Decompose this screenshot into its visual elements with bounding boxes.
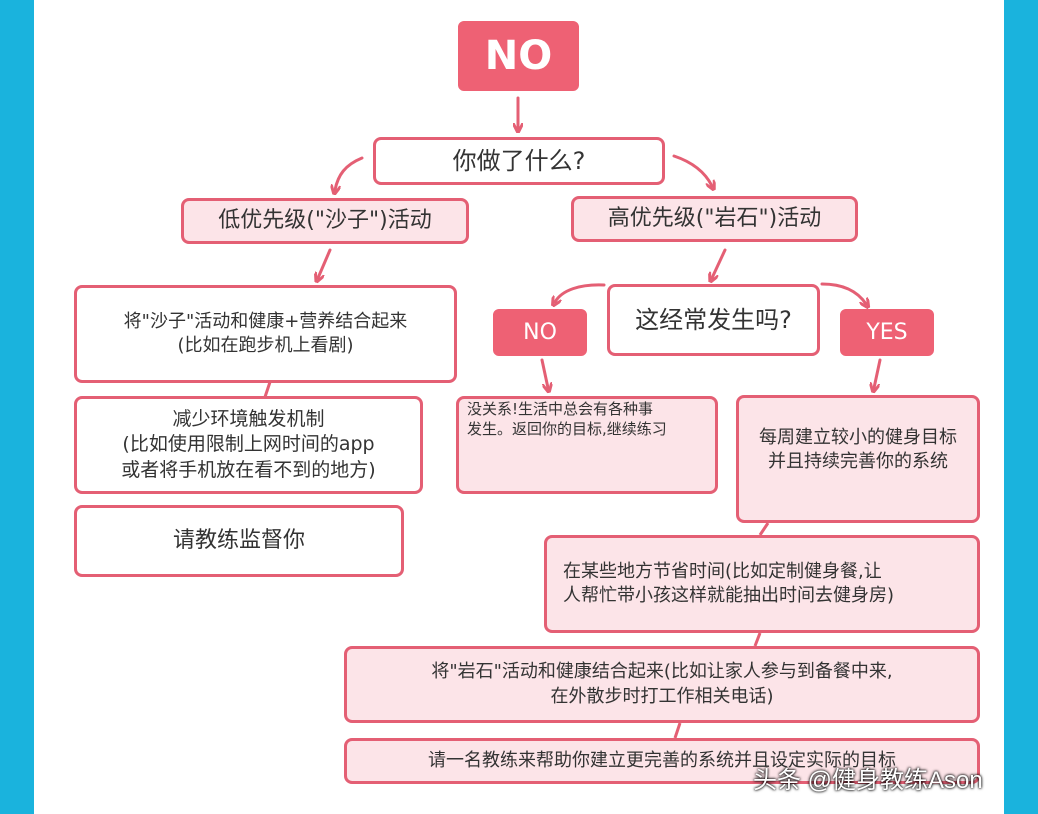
yes-step-combine-line2: 在外散步时打工作相关电话) xyxy=(550,685,774,707)
question-happens-often: 这经常发生吗? xyxy=(607,284,820,356)
yes-result-line1: 每周建立较小的健身目标 xyxy=(759,427,957,448)
low-action-combine-box: 将"沙子"活动和健康+营养结合起来 (比如在跑步机上看剧) xyxy=(74,285,457,383)
low-action-triggers-line1: 减少环境触发机制 xyxy=(172,407,325,430)
yes-step-combine-line1: 将"岩石"活动和健康结合起来(比如让家人参与到备餐中来, xyxy=(431,661,893,683)
question-what-did-you-do: 你做了什么? xyxy=(373,137,665,185)
low-priority-box: 低优先级("沙子")活动 xyxy=(181,198,469,244)
low-action-coach-label: 请教练监督你 xyxy=(172,528,305,554)
branch-yes-badge: YES xyxy=(840,309,934,356)
top-no-box: NO xyxy=(458,21,579,91)
high-priority-label: 高优先级("岩石")活动 xyxy=(607,206,822,232)
branch-yes-label: YES xyxy=(866,319,908,345)
question-happens-often-label: 这经常发生吗? xyxy=(635,305,792,334)
yes-step-save-time-box: 在某些地方节省时间(比如定制健身餐,让 人帮忙带小孩这样就能抽出时间去健身房) xyxy=(544,535,980,633)
high-priority-box: 高优先级("岩石")活动 xyxy=(571,196,858,242)
low-action-triggers-line3: 或者将手机放在看不到的地方) xyxy=(121,458,376,481)
low-action-combine-line2: (比如在跑步机上看剧) xyxy=(177,335,354,356)
no-result-line2: 发生。返回你的目标,继续练习 xyxy=(467,420,667,439)
yes-step-hire-coach-box: 请一名教练来帮助你建立更完善的系统并且设定实际的目标 xyxy=(344,738,980,784)
low-action-combine-line1: 将"沙子"活动和健康+营养结合起来 xyxy=(123,310,408,332)
branch-no-badge: NO xyxy=(493,309,587,356)
watermark: 头条 @健身教练Ason xyxy=(753,767,983,794)
question-what-did-you-do-label: 你做了什么? xyxy=(452,146,586,175)
yes-step-save-time-line2: 人帮忙带小孩这样就能抽出时间去健身房) xyxy=(563,585,895,606)
no-result-box: 没关系!生活中总会有各种事 发生。返回你的目标,继续练习 xyxy=(456,396,718,494)
yes-result-box: 每周建立较小的健身目标 并且持续完善你的系统 xyxy=(736,395,980,523)
top-no-label: NO xyxy=(484,33,553,79)
low-action-coach-box: 请教练监督你 xyxy=(74,505,404,577)
low-action-triggers-box: 减少环境触发机制 (比如使用限制上网时间的app 或者将手机放在看不到的地方) xyxy=(74,396,423,494)
yes-step-hire-coach-label: 请一名教练来帮助你建立更完善的系统并且设定实际的目标 xyxy=(428,749,896,771)
yes-step-combine-box: 将"岩石"活动和健康结合起来(比如让家人参与到备餐中来, 在外散步时打工作相关电… xyxy=(344,646,980,723)
branch-no-label: NO xyxy=(523,319,557,345)
yes-step-save-time-line1: 在某些地方节省时间(比如定制健身餐,让 xyxy=(563,560,882,582)
low-priority-label: 低优先级("沙子")活动 xyxy=(218,208,432,234)
low-action-triggers-line2: (比如使用限制上网时间的app xyxy=(122,433,375,456)
no-result-line1: 没关系!生活中总会有各种事 xyxy=(467,400,654,418)
yes-result-line2: 并且持续完善你的系统 xyxy=(768,451,948,473)
